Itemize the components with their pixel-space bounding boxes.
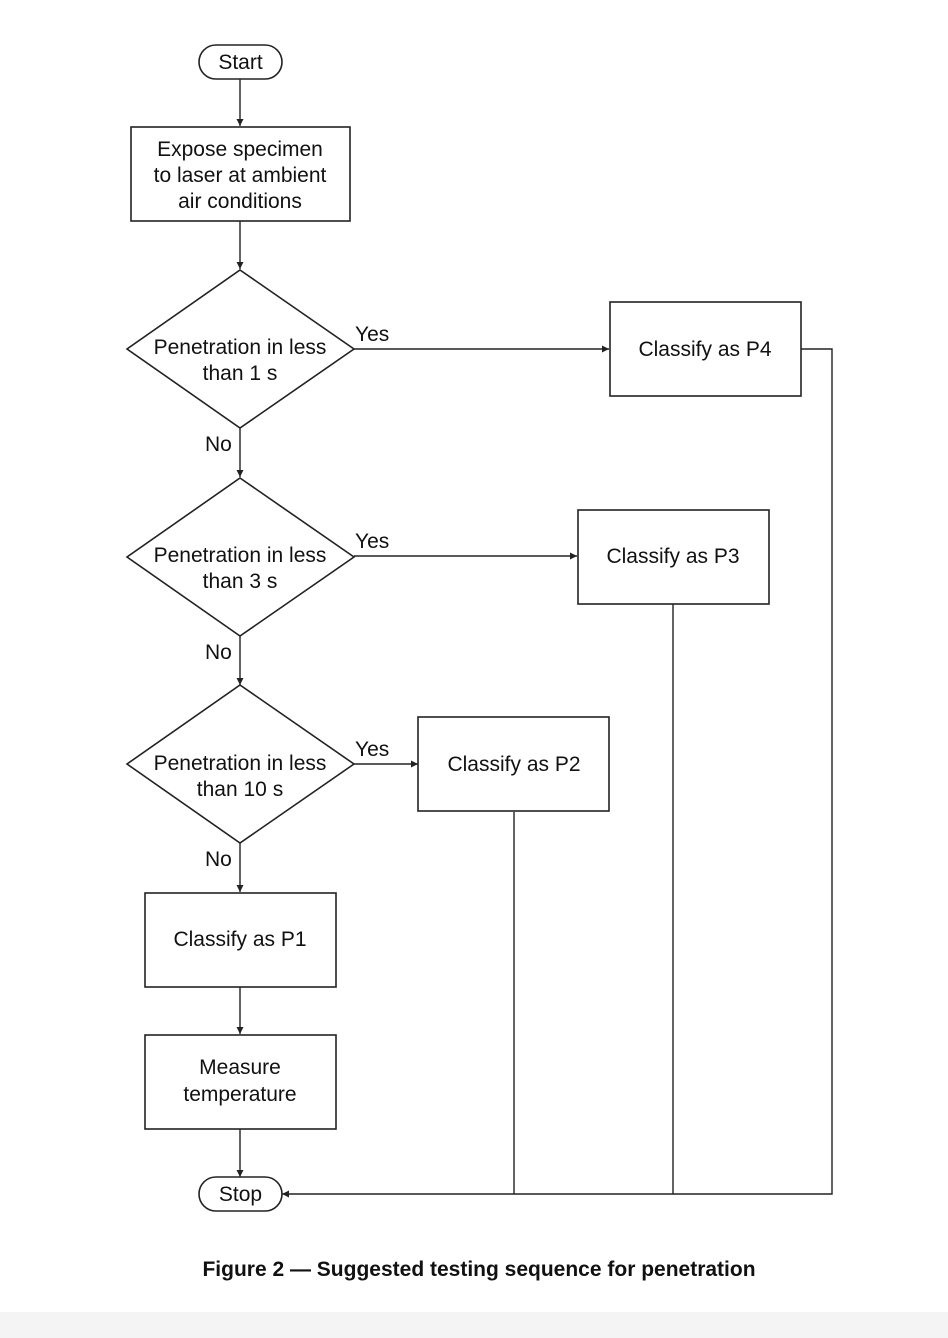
decision-1: Penetration in less than 1 s: [125, 269, 356, 429]
start-label: Start: [218, 51, 263, 74]
classify-p3-label: Classify as P3: [606, 545, 739, 568]
measure-label-line2: temperature: [183, 1083, 296, 1106]
stop-node: Stop: [198, 1176, 283, 1212]
yes-label-2: Yes: [355, 530, 389, 553]
no-label-1: No: [205, 433, 232, 456]
start-node: Start: [198, 44, 283, 80]
measure-temperature-process: Measure temperature: [144, 1034, 337, 1130]
connectors: [236, 78, 833, 1198]
line-p4-return: [673, 348, 833, 1195]
decision-2: Penetration in less than 3 s: [125, 477, 356, 637]
decision-3-line1: Penetration in less: [154, 752, 327, 775]
classify-p1-label: Classify as P1: [173, 928, 306, 951]
decision-3: Penetration in less than 10 s: [125, 684, 356, 844]
no-label-2: No: [205, 641, 232, 664]
expose-process: Expose specimen to laser at ambient air …: [130, 126, 351, 222]
classify-p2-process: Classify as P2: [417, 716, 610, 812]
classify-p1-process: Classify as P1: [144, 892, 337, 988]
expose-label-line3: air conditions: [178, 190, 302, 213]
no-label-3: No: [205, 848, 232, 871]
measure-label-line1: Measure: [199, 1056, 281, 1079]
decision-1-line1: Penetration in less: [154, 336, 327, 359]
expose-label-line1: Expose specimen: [157, 138, 323, 161]
decision-2-line1: Penetration in less: [154, 544, 327, 567]
expose-label-line2: to laser at ambient: [154, 164, 327, 187]
yes-label-3: Yes: [355, 738, 389, 761]
decision-3-line2: than 10 s: [197, 778, 283, 801]
stop-label: Stop: [219, 1183, 262, 1206]
decision-2-line2: than 3 s: [203, 570, 278, 593]
decision-1-line2: than 1 s: [203, 362, 278, 385]
classify-p2-label: Classify as P2: [447, 753, 580, 776]
classify-p3-process: Classify as P3: [577, 509, 770, 605]
classify-p4-process: Classify as P4: [609, 301, 802, 397]
figure-caption: Figure 2 — Suggested testing sequence fo…: [202, 1258, 756, 1281]
classify-p4-label: Classify as P4: [638, 338, 771, 361]
yes-label-1: Yes: [355, 323, 389, 346]
